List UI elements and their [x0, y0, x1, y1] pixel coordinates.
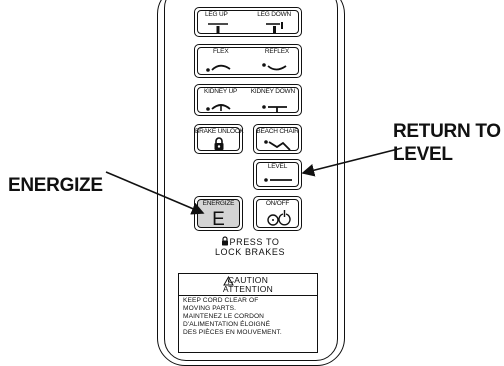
caution-line: MAINTENEZ LE CORDON: [183, 313, 265, 320]
leg-down-label: LEG DOWN: [257, 11, 291, 18]
kidney-up-icon: [206, 104, 231, 111]
kidney-button-inner: [197, 87, 299, 113]
flex-button-pair[interactable]: FLEX REFLEX: [194, 44, 302, 78]
lock-icon: [214, 137, 224, 150]
kidney-up-label: KIDNEY UP: [204, 88, 238, 95]
return-to-level-callout-line2: LEVEL: [393, 144, 453, 165]
energize-letter: E: [212, 209, 225, 230]
caution-label: CAUTION ATTENTION KEEP CORD CLEAR OF MOV…: [178, 273, 318, 353]
leg-up-icon: [208, 23, 228, 34]
lock-icon: [221, 236, 228, 246]
flex-button-inner: [197, 47, 299, 75]
level-icon: [264, 178, 292, 182]
reflex-label: REFLEX: [264, 48, 289, 55]
beach-chair-inner: [256, 127, 299, 151]
brake-unlock-button[interactable]: BRAKE UNLOCK: [194, 124, 244, 154]
return-to-level-callout-line1: RETURN TO: [393, 121, 501, 142]
leg-down-icon: [266, 22, 283, 34]
callout-arrows: [105, 147, 403, 215]
kidney-down-label: KIDNEY DOWN: [250, 88, 295, 95]
press-to-text: PRESS TO: [229, 237, 280, 247]
beach-chair-button[interactable]: BEACH CHAIR: [253, 124, 302, 154]
power-icon: [267, 210, 291, 226]
energize-label: ENERGIZE: [202, 200, 235, 207]
brake-unlock-inner: [197, 127, 240, 151]
caution-line: KEEP CORD CLEAR OF: [183, 297, 259, 304]
caution-title: CAUTION: [227, 275, 269, 285]
level-label: LEVEL: [267, 163, 288, 170]
level-button[interactable]: LEVEL: [253, 159, 302, 190]
on-off-button[interactable]: ON/OFF: [253, 196, 302, 231]
flex-icon: [206, 64, 231, 72]
caution-line: DES PIÈCES EN MOUVEMENT.: [183, 329, 282, 336]
caution-line: D'ALIMENTATION ÉLOIGNÉ: [183, 321, 271, 328]
kidney-down-icon: [262, 105, 287, 112]
on-off-label: ON/OFF: [265, 200, 290, 207]
energize-arrow: [105, 171, 205, 215]
flex-label: FLEX: [213, 48, 229, 55]
caution-divider: [179, 295, 317, 296]
on-off-inner: [256, 199, 299, 228]
reflex-icon: [262, 63, 287, 71]
press-to-line: PRESS TO: [180, 236, 320, 247]
energize-callout: ENERGIZE: [8, 175, 103, 196]
level-inner: [256, 162, 299, 187]
level-arrow: [301, 147, 403, 177]
leg-button-inner: [197, 10, 299, 34]
beach-chair-label: BEACH CHAIR: [256, 128, 299, 135]
lock-brakes-instructions: PRESS TO LOCK BRAKES: [180, 235, 320, 261]
leg-button-pair[interactable]: LEG UP LEG DOWN: [194, 7, 302, 37]
leg-up-label: LEG UP: [205, 11, 228, 18]
beach-chair-icon: [264, 140, 291, 151]
caution-line: MOVING PARTS.: [183, 305, 237, 312]
kidney-button-pair[interactable]: KIDNEY UP KIDNEY DOWN: [194, 84, 302, 116]
lock-brakes-text: LOCK BRAKES: [214, 247, 286, 257]
warning-icon: [223, 276, 234, 286]
brake-unlock-label: BRAKE UNLOCK: [195, 128, 244, 135]
attention-title: ATTENTION: [222, 284, 274, 294]
